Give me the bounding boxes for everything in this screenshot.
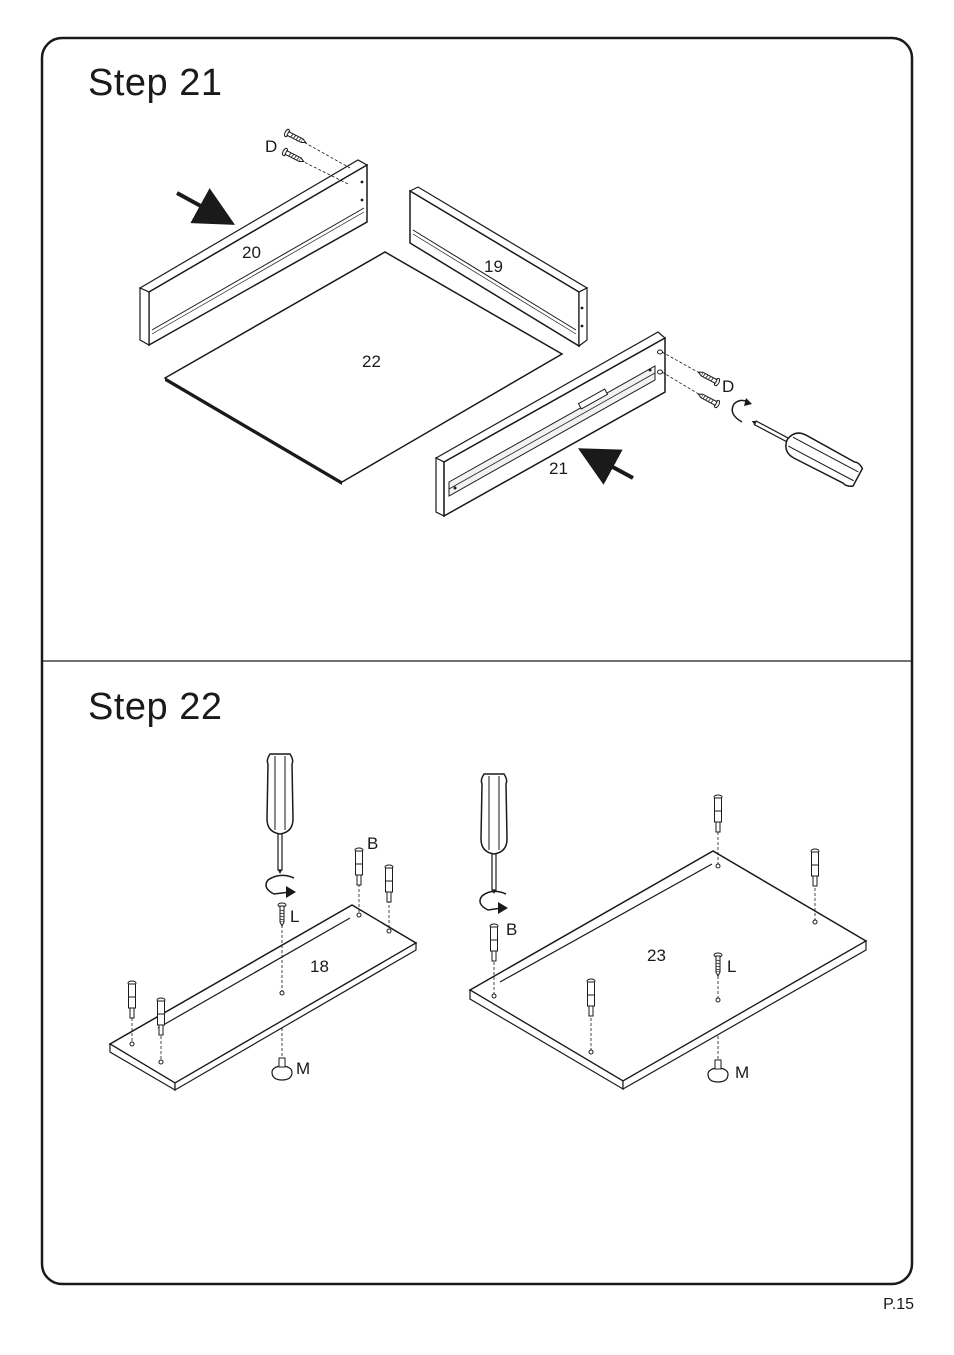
- label-part-21: 21: [549, 459, 568, 478]
- step-22-title: Step 22: [88, 686, 223, 729]
- screwdriver-icon-left: [267, 754, 293, 874]
- label-part-23: 23: [647, 946, 666, 965]
- label-l-left: L: [290, 907, 299, 926]
- label-l-right: L: [727, 957, 736, 976]
- screws-d-right: [662, 352, 721, 408]
- screwdriver-icon-right: [481, 774, 507, 894]
- page-number: P.15: [883, 1296, 914, 1314]
- label-m-left: M: [296, 1059, 310, 1078]
- label-part-20: 20: [242, 243, 261, 262]
- label-part-19: 19: [484, 257, 503, 276]
- label-b-left: B: [367, 834, 378, 853]
- knob-m-left: [272, 1058, 292, 1080]
- label-b-right: B: [506, 920, 517, 939]
- screwdriver-icon: [746, 409, 864, 488]
- knob-m-right: [708, 1060, 728, 1082]
- step22-right-illustration: [470, 774, 866, 1089]
- step21-illustration: [140, 129, 864, 516]
- step-21-title: Step 21: [88, 62, 223, 105]
- label-m-right: M: [735, 1063, 749, 1082]
- label-part-18: 18: [310, 957, 329, 976]
- label-d-right: D: [722, 377, 734, 396]
- step22-left-illustration: [110, 754, 416, 1090]
- arrow-insert-21: [585, 452, 633, 478]
- label-d-top: D: [265, 137, 277, 156]
- arrow-insert-20: [177, 193, 228, 221]
- label-part-22: 22: [362, 352, 381, 371]
